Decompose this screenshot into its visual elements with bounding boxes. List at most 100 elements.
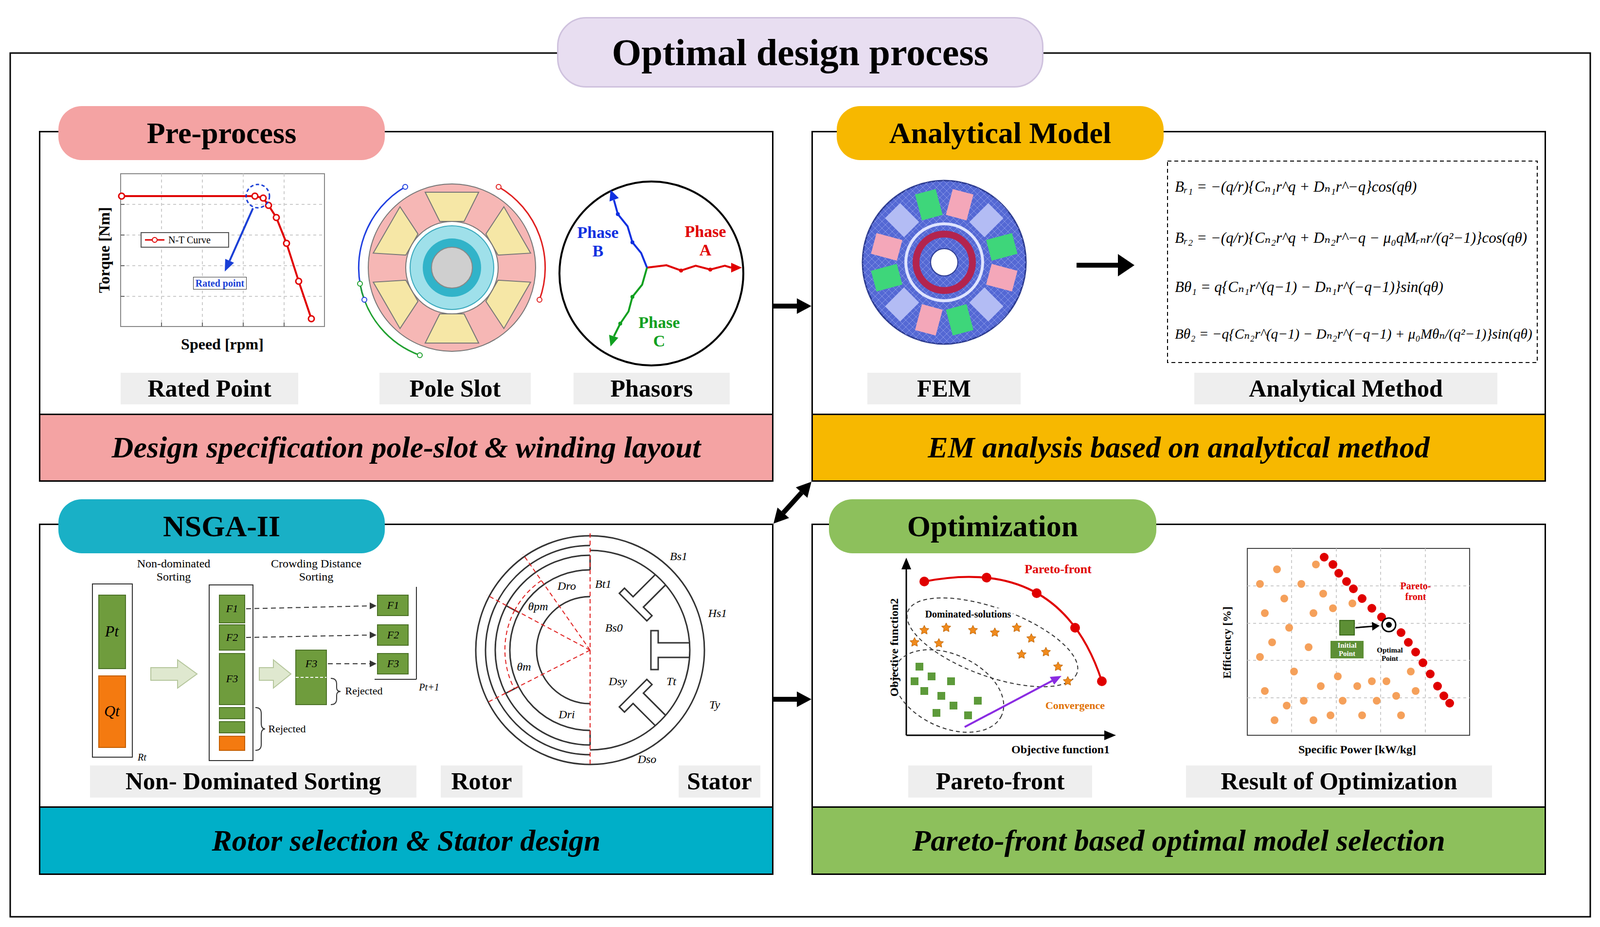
pareto-front-chart — [937, 691, 946, 700]
figure-label: Specific Power [kW/kg] — [1298, 742, 1417, 756]
optimization-result-chart — [1328, 559, 1338, 569]
pareto-front-chart — [919, 576, 930, 587]
rotor-stator-geometry — [590, 535, 705, 765]
nsga-sorting-figure — [369, 660, 377, 667]
optimization-result-chart — [1282, 701, 1291, 710]
pole-slot-figure — [496, 184, 502, 190]
pareto-front-chart — [1041, 647, 1051, 656]
torque-speed-chart — [152, 237, 158, 243]
outer-frame — [10, 53, 1591, 917]
optimization-result-chart — [1382, 617, 1396, 632]
optimization-result-chart — [1319, 552, 1455, 708]
node-text: Pareto-front based optimal model selecti… — [912, 823, 1445, 858]
optimization-result-chart — [1372, 696, 1381, 705]
figure-label: Dominated-solutions — [923, 608, 1014, 620]
optimization-result-chart — [1247, 548, 1470, 736]
optimization-result-chart — [1348, 584, 1358, 594]
optimization-result-chart — [1329, 604, 1337, 612]
panel-heading-pill: Analytical Model — [836, 106, 1164, 161]
flow-arrow — [1076, 262, 1120, 268]
fem-model — [915, 304, 943, 336]
equation-frame — [1167, 161, 1538, 363]
figure-label: Bt1 — [594, 577, 612, 591]
pole-slot-figure — [537, 297, 542, 303]
pareto-front-chart — [964, 680, 1053, 727]
rotor-stator-geometry — [619, 565, 675, 621]
pareto-front-chart — [932, 708, 941, 717]
phasor-diagram — [615, 212, 620, 216]
rotor-stator-geometry — [485, 533, 591, 767]
figure-label: Phase C — [634, 313, 684, 351]
torque-speed-chart — [308, 315, 315, 322]
nsga-sorting-figure — [327, 663, 371, 665]
legend-text: N-T Curve — [168, 234, 211, 246]
node-text: Rotor selection & Stator design — [211, 823, 601, 858]
nsga-sorting-figure — [295, 676, 327, 678]
figure-label: θpm — [527, 599, 548, 613]
nsga-sorting-figure — [219, 594, 245, 623]
optimization-result-chart — [1256, 579, 1264, 588]
pole-slot-figure — [405, 221, 499, 314]
phasor-diagram — [613, 267, 648, 337]
figure-label: Dri — [558, 707, 575, 721]
optimization-result-chart — [1334, 568, 1344, 578]
pareto-front-chart — [910, 677, 919, 685]
pareto-front-chart — [964, 711, 972, 720]
pareto-front-chart — [920, 686, 929, 695]
title-text: Optimal design process — [611, 30, 989, 75]
rotor-stator-geometry — [505, 555, 591, 745]
arrow-head — [796, 298, 812, 314]
fem-model — [870, 233, 903, 261]
node-text: Rated Point — [147, 374, 271, 403]
nsga-sorting-figure — [246, 634, 371, 638]
nsga-sorting-figure — [98, 594, 126, 669]
fem-model — [862, 180, 1026, 344]
node-text: EM analysis based on analytical method — [927, 430, 1430, 465]
pole-slot-figure — [357, 281, 363, 287]
pareto-front-chart — [901, 557, 912, 570]
pareto-front-chart — [910, 637, 920, 647]
torque-speed-chart — [229, 208, 253, 261]
fem-model — [907, 225, 982, 300]
optimization-result-chart — [1333, 672, 1342, 681]
nsga-sorting-figure — [330, 678, 341, 705]
connector-arrow — [773, 481, 812, 524]
nsga-sorting-figure — [219, 653, 245, 705]
pareto-front-chart — [924, 576, 1102, 682]
node-text: Result of Optimization — [1220, 767, 1457, 796]
fem-model — [916, 233, 973, 291]
node-text: Stator — [686, 767, 752, 796]
torque-speed-chart — [295, 278, 302, 285]
figure-label: Bs1 — [669, 549, 688, 563]
caption-band: Pareto-front based optimal model selecti… — [812, 806, 1545, 874]
optimization-result-chart — [1280, 594, 1289, 603]
figure-label: Bᵣ₂ = −(q/r){Cₙ₂r^q + Dₙ₂r^−q − μ₀qMᵣₙr/… — [1174, 229, 1528, 247]
optimization-result-chart — [1433, 681, 1442, 691]
figure-label: Rejected — [268, 722, 306, 736]
figure-label: Crowding Distance Sorting — [260, 557, 373, 584]
pareto-front-chart — [981, 572, 992, 583]
pareto-front-chart — [1070, 622, 1080, 633]
optimization-result-chart — [1367, 677, 1376, 685]
pareto-front-chart — [1063, 676, 1073, 685]
optimization-result-chart — [1256, 652, 1264, 661]
pareto-front-chart — [947, 677, 955, 685]
fem-model — [862, 180, 1026, 344]
figure-label: θm — [516, 660, 531, 674]
optimization-result-chart — [1392, 691, 1401, 700]
node-text: Phasors — [610, 374, 693, 403]
torque-speed-chart — [120, 173, 325, 327]
pareto-front-chart — [1053, 661, 1063, 671]
phasor-diagram — [615, 212, 713, 326]
optimization-result-chart — [1319, 552, 1329, 562]
panel-heading: Analytical Model — [889, 115, 1112, 151]
figure-label: Optimal Point — [1372, 646, 1407, 663]
figure-label: Objective function1 — [1011, 742, 1110, 756]
optimization-result-chart — [1326, 711, 1335, 720]
process-panel: Analytical ModelFEMAnalytical MethodEM a… — [811, 130, 1547, 482]
tag-box: Rotor — [440, 765, 523, 798]
fem-model — [862, 180, 1026, 344]
fem-model — [884, 202, 919, 237]
optimization-result-chart — [1396, 628, 1406, 637]
arrow-head — [796, 691, 812, 707]
